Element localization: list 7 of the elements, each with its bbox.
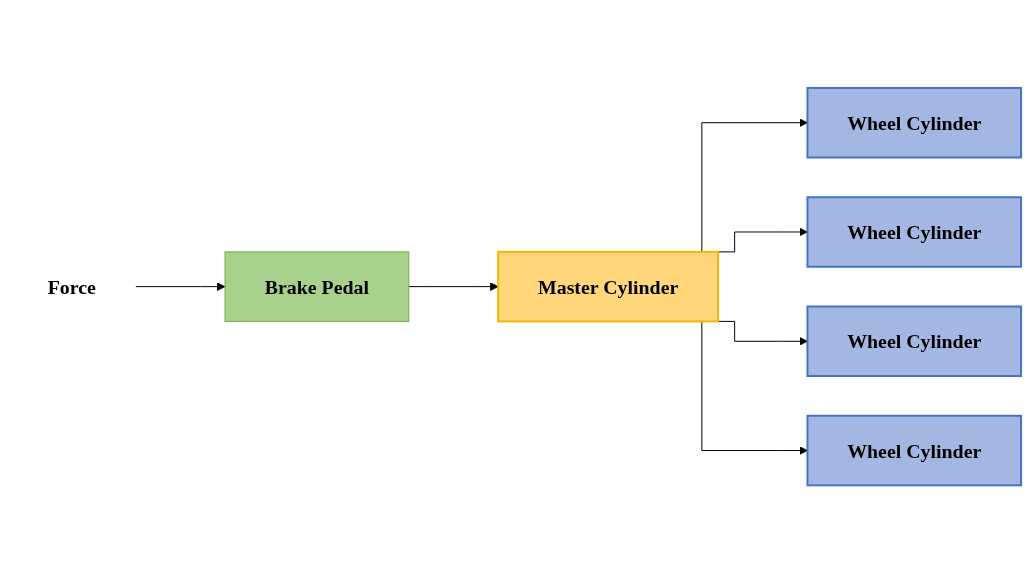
- node-box: Wheel Cylinder: [806, 414, 1023, 487]
- node-box: Wheel Cylinder: [806, 196, 1023, 268]
- node-box: Wheel Cylinder: [806, 86, 1023, 159]
- node-text: Force: [47, 275, 96, 298]
- node-box: Brake Pedal: [224, 251, 410, 322]
- node-box: Wheel Cylinder: [806, 305, 1023, 377]
- node-box: Master Cylinder: [497, 250, 720, 323]
